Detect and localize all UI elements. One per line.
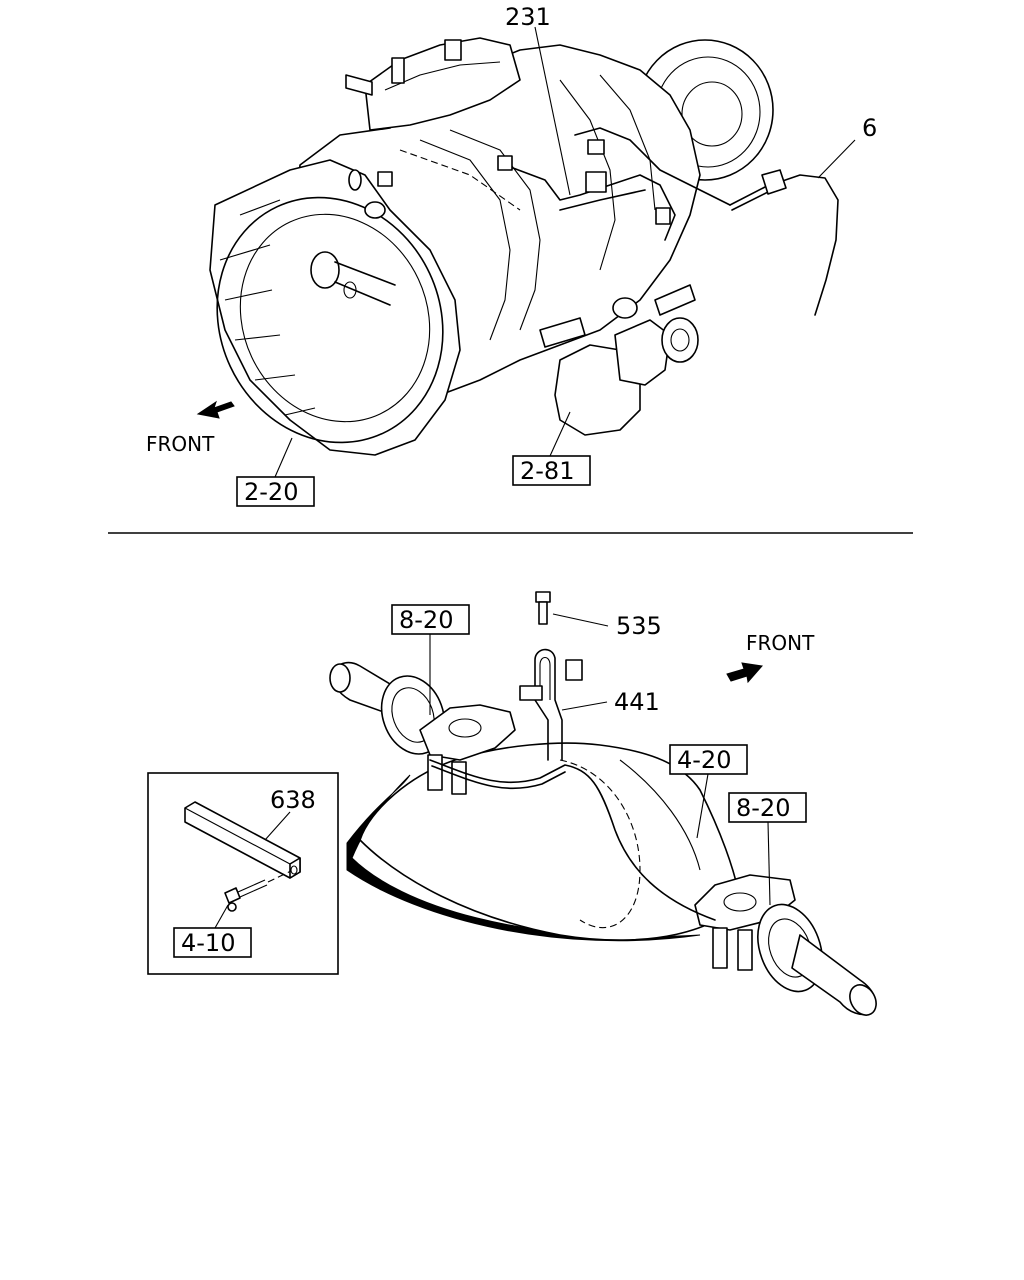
bolt-icon (224, 879, 268, 912)
callout-label: 535 (616, 612, 662, 640)
callout-label: 441 (614, 688, 660, 716)
callout-231: 231 (505, 3, 571, 196)
ref-box-label: 8-20 (399, 606, 453, 634)
ref-box-2-81: 2-81 (512, 411, 591, 486)
ref-box-8-20-right: 8-20 (728, 792, 807, 906)
ref-box-label: 2-81 (520, 457, 574, 485)
ref-box-2-20: 2-20 (236, 437, 315, 507)
callout-label: 6 (862, 114, 877, 142)
bolt-icon (535, 591, 551, 625)
ref-box-label: 4-10 (181, 929, 235, 957)
ref-box-label: 2-20 (244, 478, 298, 506)
callout-6: 6 (817, 114, 877, 179)
front-arrow-icon (196, 400, 235, 419)
ref-box-label: 8-20 (736, 794, 790, 822)
ref-box-8-20-left: 8-20 (391, 604, 470, 715)
front-label: FRONT (146, 432, 215, 456)
bracket-detail-inset: 638 4-10 (147, 772, 339, 975)
callout-label: 231 (505, 3, 551, 31)
callout-label: 638 (270, 786, 316, 814)
front-label: FRONT (746, 631, 815, 655)
transmission-assembly (209, 37, 839, 456)
callout-535: 535 (552, 612, 662, 640)
front-arrow-icon (726, 662, 763, 684)
ref-box-4-20: 4-20 (669, 744, 748, 839)
callout-441: 441 (561, 688, 660, 716)
rear-axle-housing (329, 591, 877, 1016)
ref-box-label: 4-20 (677, 746, 731, 774)
